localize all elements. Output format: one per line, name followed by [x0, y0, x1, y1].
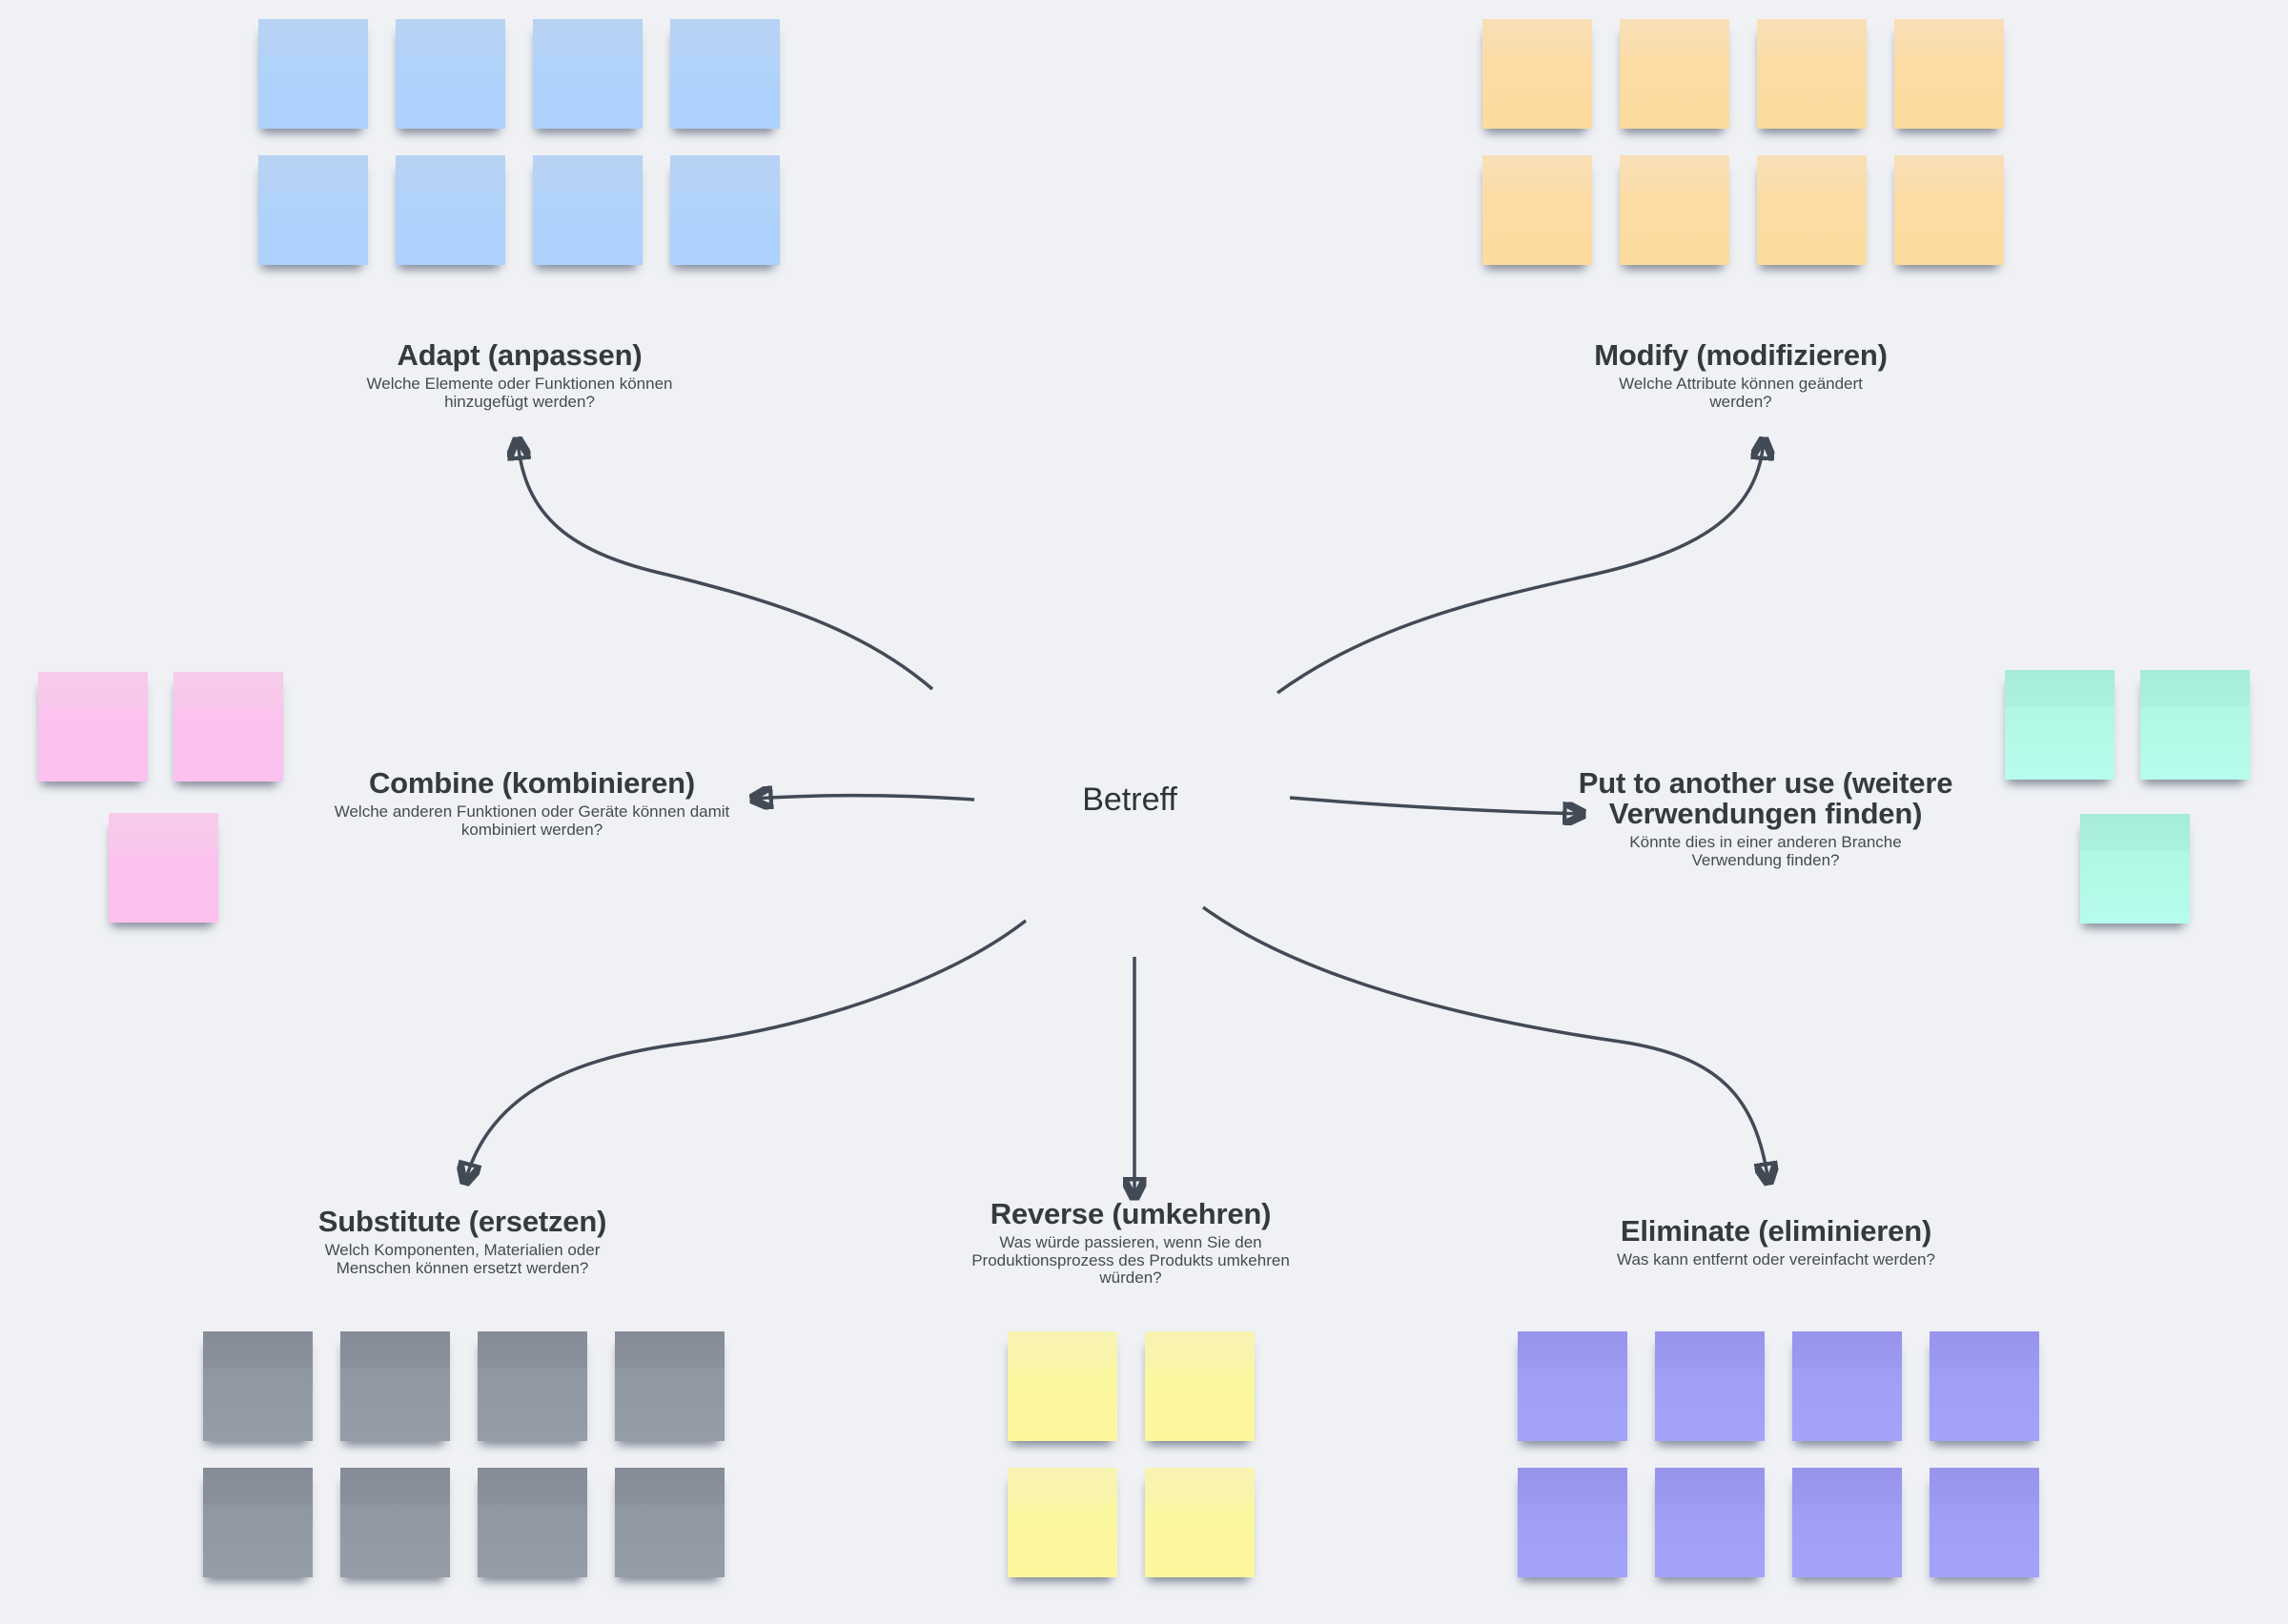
section-subtitle: Könnte dies in einer anderen Branche Ver…	[1518, 833, 2013, 869]
sticky-note[interactable]	[2005, 670, 2114, 780]
sticky-note[interactable]	[174, 672, 283, 782]
subtitle-line: Welche Attribute können geändert	[1619, 375, 1863, 393]
subtitle-line: Was würde passieren, wenn Sie den	[999, 1233, 1262, 1251]
sticky-note[interactable]	[670, 155, 780, 265]
section-label-adapt: Adapt (anpassen) Welche Elemente oder Fu…	[272, 340, 767, 411]
sticky-note[interactable]	[2080, 814, 2190, 924]
sticky-note[interactable]	[478, 1331, 587, 1441]
sticky-note[interactable]	[203, 1331, 313, 1441]
sticky-note[interactable]	[1620, 155, 1729, 265]
subtitle-line: Was kann entfernt oder vereinfacht werde…	[1617, 1250, 1935, 1269]
sticky-note[interactable]	[2140, 670, 2250, 780]
sticky-note[interactable]	[1008, 1468, 1117, 1577]
section-label-eliminate: Eliminate (eliminieren) Was kann entfern…	[1528, 1216, 2024, 1269]
note-group-reverse	[1008, 1331, 1255, 1577]
section-subtitle: Welche anderen Funktionen oder Geräte kö…	[284, 802, 780, 839]
sticky-note[interactable]	[258, 155, 368, 265]
section-subtitle: Welch Komponenten, Materialien oder Mens…	[214, 1241, 710, 1277]
subtitle-line: Verwendung finden?	[1691, 850, 1840, 869]
section-subtitle: Was würde passieren, wenn Sie den Produk…	[883, 1233, 1379, 1288]
sticky-note[interactable]	[615, 1331, 725, 1441]
note-group-modify	[1482, 19, 2004, 265]
sticky-note[interactable]	[203, 1468, 313, 1577]
sticky-note[interactable]	[1930, 1468, 2039, 1577]
subtitle-line: Menschen können ersetzt werden?	[336, 1258, 589, 1277]
section-label-substitute: Substitute (ersetzen) Welch Komponenten,…	[214, 1207, 710, 1277]
sticky-note[interactable]	[38, 672, 148, 782]
subtitle-line: würden?	[1099, 1269, 1162, 1287]
sticky-note[interactable]	[1655, 1331, 1765, 1441]
title-line: Reverse (umkehren)	[990, 1197, 1272, 1230]
sticky-note[interactable]	[340, 1468, 450, 1577]
subtitle-line: Welche anderen Funktionen oder Geräte kö…	[334, 802, 730, 821]
arrow-to-put-to-another-use[interactable]	[1289, 796, 1583, 814]
title-line: Substitute (ersetzen)	[317, 1205, 607, 1238]
sticky-note[interactable]	[533, 155, 643, 265]
section-title: Modify (modifizieren)	[1493, 340, 1989, 371]
arrow-to-combine[interactable]	[753, 796, 975, 800]
section-title: Put to another use (weitere Verwendungen…	[1518, 768, 2013, 829]
section-label-modify: Modify (modifizieren) Welche Attribute k…	[1493, 340, 1989, 411]
sticky-note[interactable]	[1792, 1468, 1902, 1577]
sticky-note[interactable]	[1894, 155, 2004, 265]
sticky-note[interactable]	[1655, 1468, 1765, 1577]
note-group-adapt	[258, 19, 780, 265]
arrow-to-eliminate[interactable]	[1201, 905, 1768, 1182]
section-label-reverse: Reverse (umkehren) Was würde passieren, …	[883, 1199, 1379, 1288]
section-title: Reverse (umkehren)	[883, 1199, 1379, 1229]
subtitle-line: hinzugefügt werden?	[444, 392, 595, 411]
sticky-note[interactable]	[1145, 1468, 1255, 1577]
sticky-note[interactable]	[1757, 19, 1867, 129]
sticky-note[interactable]	[396, 155, 505, 265]
sticky-note[interactable]	[1482, 19, 1592, 129]
section-subtitle: Welche Elemente oder Funktionen können h…	[272, 375, 767, 411]
title-line: Adapt (anpassen)	[397, 338, 643, 372]
section-label-combine: Combine (kombinieren) Welche anderen Fun…	[284, 768, 780, 839]
sticky-note[interactable]	[1008, 1331, 1117, 1441]
sticky-note[interactable]	[670, 19, 780, 129]
sticky-note[interactable]	[478, 1468, 587, 1577]
title-line: Put to another use (weitere	[1578, 766, 1953, 800]
sticky-note[interactable]	[396, 19, 505, 129]
sticky-note[interactable]	[1482, 155, 1592, 265]
sticky-note[interactable]	[109, 813, 218, 923]
section-title: Substitute (ersetzen)	[214, 1207, 710, 1237]
sticky-note[interactable]	[615, 1468, 725, 1577]
sticky-note[interactable]	[340, 1331, 450, 1441]
section-title: Adapt (anpassen)	[272, 340, 767, 371]
sticky-note[interactable]	[1518, 1331, 1627, 1441]
note-group-eliminate	[1518, 1331, 2039, 1577]
title-line: Verwendungen finden)	[1608, 797, 1923, 830]
subtitle-line: Könnte dies in einer anderen Branche	[1629, 833, 1902, 851]
section-subtitle: Was kann entfernt oder vereinfacht werde…	[1528, 1250, 2024, 1269]
subtitle-line: Produktionsprozess des Produkts umkehren	[971, 1250, 1290, 1269]
section-title: Eliminate (eliminieren)	[1528, 1216, 2024, 1247]
arrow-to-substitute[interactable]	[465, 919, 1028, 1182]
center-node-betreff[interactable]: Betreff	[1082, 782, 1177, 818]
subtitle-line: Welche Elemente oder Funktionen können	[366, 375, 673, 393]
note-group-substitute	[203, 1331, 725, 1577]
sticky-note[interactable]	[1145, 1331, 1255, 1441]
arrow-to-adapt[interactable]	[518, 440, 934, 691]
title-line: Modify (modifizieren)	[1594, 338, 1888, 372]
section-title: Combine (kombinieren)	[284, 768, 780, 799]
subtitle-line: kombiniert werden?	[460, 820, 603, 839]
subtitle-line: werden?	[1709, 392, 1772, 411]
sticky-note[interactable]	[258, 19, 368, 129]
sticky-note[interactable]	[1894, 19, 2004, 129]
subtitle-line: Welch Komponenten, Materialien oder	[324, 1241, 601, 1259]
sticky-note[interactable]	[1792, 1331, 1902, 1441]
title-line: Eliminate (eliminieren)	[1620, 1214, 1932, 1248]
sticky-note[interactable]	[1757, 155, 1867, 265]
sticky-note[interactable]	[533, 19, 643, 129]
title-line: Combine (kombinieren)	[369, 766, 695, 800]
sticky-note[interactable]	[1620, 19, 1729, 129]
sticky-note[interactable]	[1930, 1331, 2039, 1441]
section-subtitle: Welche Attribute können geändert werden?	[1493, 375, 1989, 411]
sticky-note[interactable]	[1518, 1468, 1627, 1577]
arrow-to-modify[interactable]	[1276, 440, 1764, 695]
section-label-put-to-another-use: Put to another use (weitere Verwendungen…	[1518, 768, 2013, 869]
